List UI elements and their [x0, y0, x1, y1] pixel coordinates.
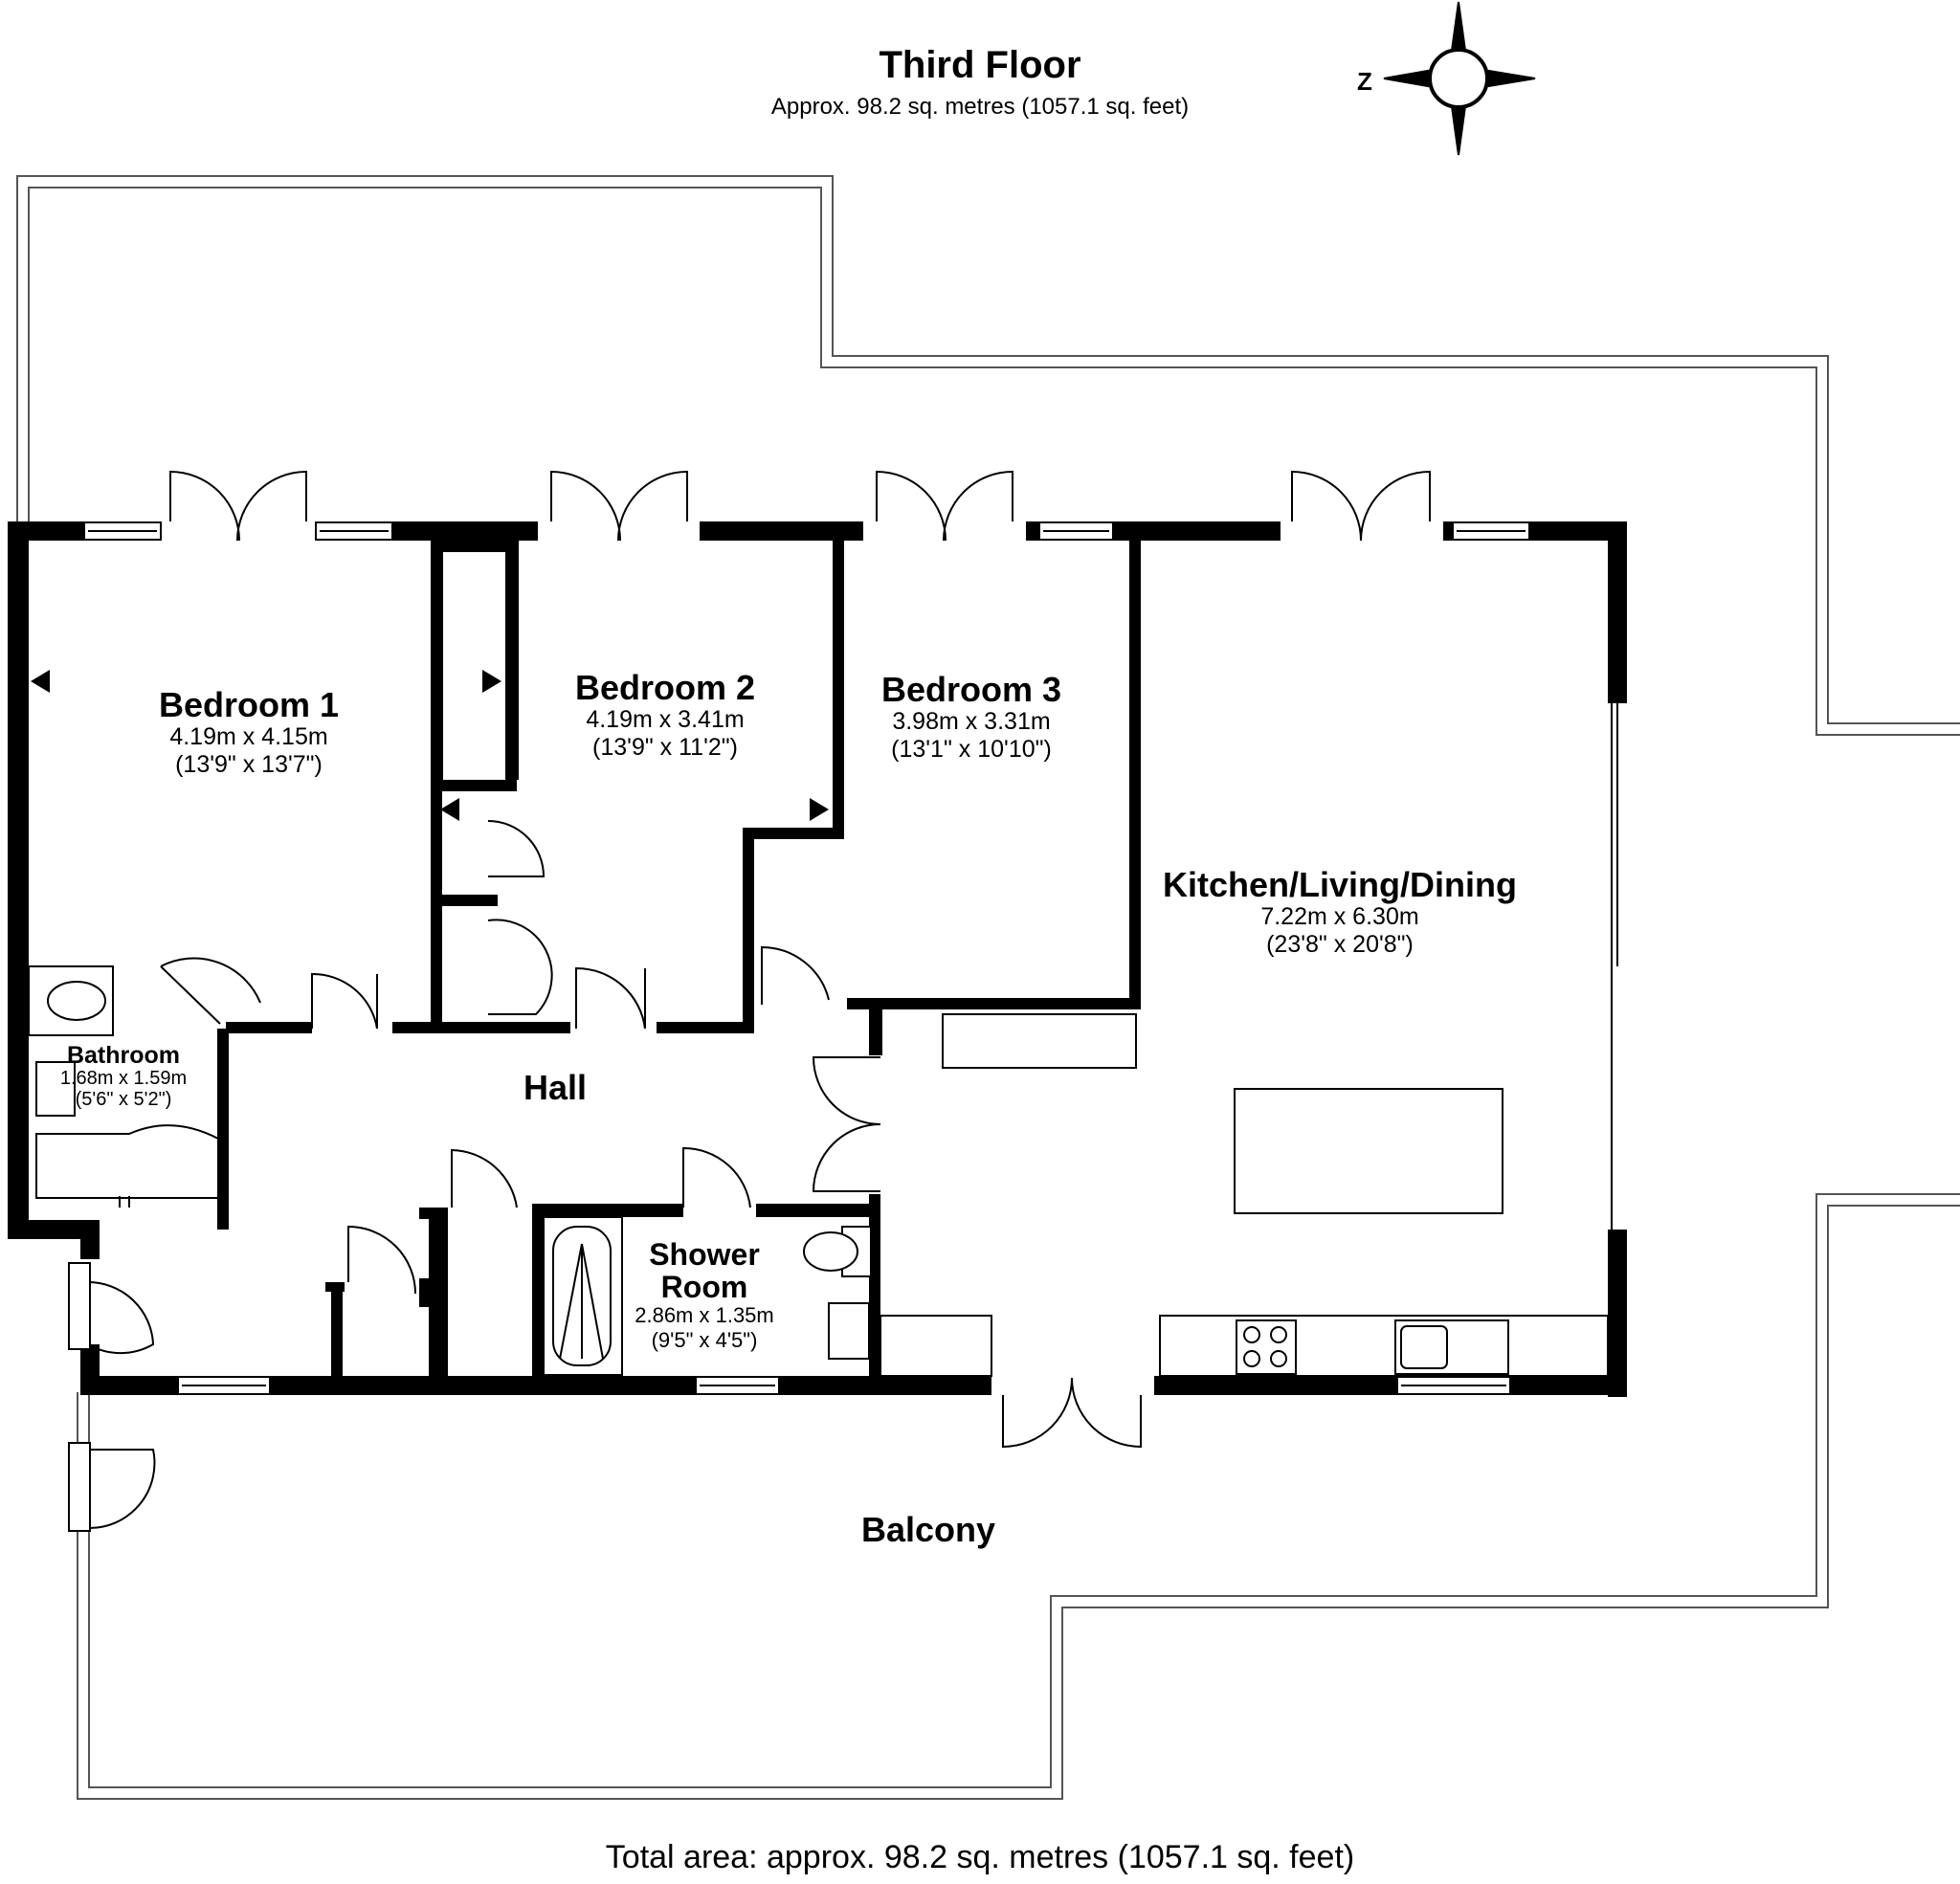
room-bedroom2: Bedroom 2 4.19m x 3.41m (13'9" x 11'2"): [541, 670, 790, 762]
room-balcony: Balcony: [804, 1512, 1053, 1548]
direction-markers: [31, 670, 829, 821]
total-area: Total area: approx. 98.2 sq. metres (105…: [605, 1839, 1355, 1875]
compass-label: Z: [1357, 67, 1372, 96]
compass-icon: [1383, 1, 1536, 156]
room-metric: 2.86m x 1.35m: [635, 1303, 774, 1327]
room-imperial: (9'5" x 4'5"): [651, 1328, 758, 1352]
room-metric: 4.19m x 4.15m: [169, 723, 328, 750]
room-metric: 3.98m x 3.31m: [892, 708, 1051, 735]
room-imperial: (13'9" x 11'2"): [592, 734, 738, 761]
room-name: Hall: [523, 1068, 588, 1107]
internal-walls: [217, 541, 1141, 1385]
room-shower: Shower Room 2.86m x 1.35m (9'5" x 4'5"): [599, 1238, 810, 1353]
floor-subtitle: Approx. 98.2 sq. metres (1057.1 sq. feet…: [770, 94, 1190, 120]
room-bathroom: Bathroom 1.68m x 1.59m (5'6" x 5'2"): [42, 1043, 205, 1110]
room-imperial: (13'1" x 10'10"): [891, 736, 1052, 763]
room-metric: 7.22m x 6.30m: [1260, 903, 1419, 930]
room-metric: 1.68m x 1.59m: [59, 1068, 188, 1089]
room-imperial: (13'9" x 13'7"): [175, 751, 323, 778]
room-kitchen: Kitchen/Living/Dining 7.22m x 6.30m (23'…: [1129, 867, 1550, 959]
room-name: Balcony: [860, 1510, 996, 1549]
floor-title: Third Floor: [879, 44, 1081, 86]
room-name: Bedroom 2: [574, 668, 756, 707]
room-name: Bedroom 1: [158, 685, 340, 724]
room-name: Shower Room: [649, 1237, 760, 1304]
room-name: Kitchen/Living/Dining: [1163, 865, 1517, 904]
room-name: Bathroom: [66, 1042, 181, 1069]
door-frames: [68, 1262, 91, 1532]
wardrobe: [435, 552, 443, 780]
room-imperial: (23'8" x 20'8"): [1266, 931, 1414, 958]
windows: [83, 521, 1618, 1395]
room-metric: 4.19m x 3.41m: [586, 706, 745, 733]
room-bedroom1: Bedroom 1 4.19m x 4.15m (13'9" x 13'7"): [124, 687, 373, 779]
balcony-outline: [16, 175, 1960, 1800]
room-hall: Hall: [479, 1070, 632, 1106]
shower-fixtures: [543, 1216, 872, 1376]
kitchen-fixtures: [880, 1013, 1609, 1377]
bathroom-fixtures: [28, 965, 219, 1208]
room-imperial: (5'6" x 5'2"): [75, 1089, 172, 1110]
room-name: Bedroom 3: [880, 670, 1062, 709]
door-swings: [87, 470, 1431, 1530]
room-bedroom3: Bedroom 3 3.98m x 3.31m (13'1" x 10'10"): [847, 672, 1096, 764]
external-walls: [8, 521, 1627, 1397]
